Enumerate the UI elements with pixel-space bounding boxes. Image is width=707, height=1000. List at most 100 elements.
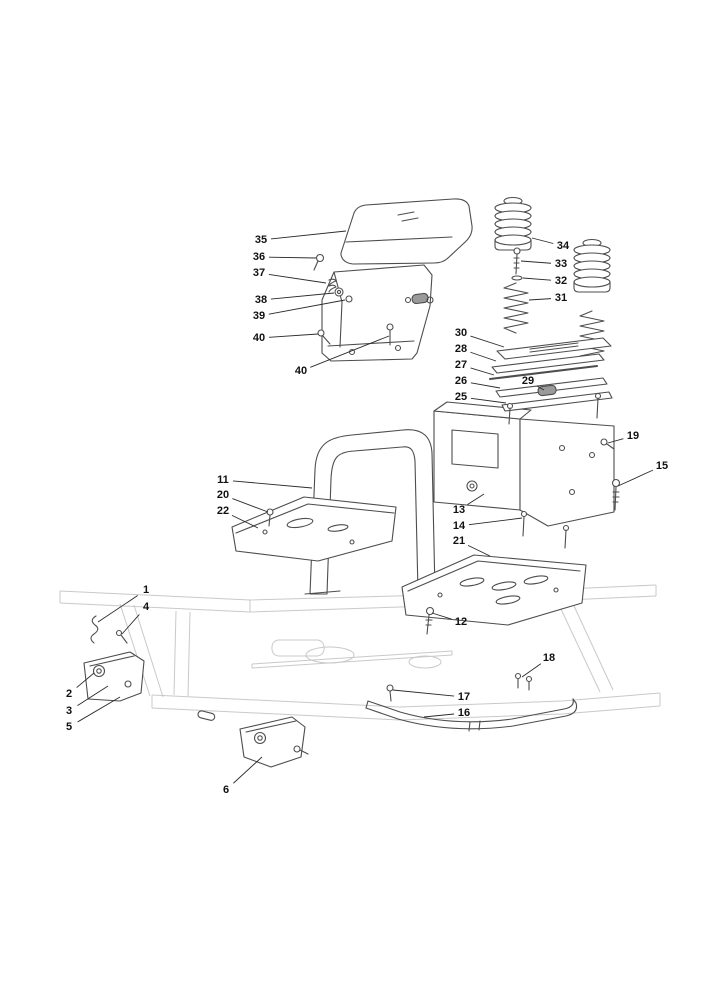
leader-line	[470, 397, 507, 404]
callout-label: 13	[453, 504, 465, 516]
leader-lines	[76, 230, 654, 784]
callout-label: 21	[453, 535, 465, 547]
washer-38	[334, 287, 344, 297]
callout-label: 2	[66, 688, 72, 700]
leader-line	[232, 480, 313, 489]
leader-line	[467, 544, 491, 557]
callout-label: 32	[555, 275, 567, 287]
leader-line	[268, 256, 317, 259]
callout-label: 11	[217, 474, 229, 486]
callout-labels: 3536373839404034333231302827262529191511…	[66, 234, 668, 796]
footrest-left-22	[231, 496, 397, 562]
leader-line	[520, 260, 552, 264]
leader-line	[467, 493, 485, 505]
leader-line	[470, 367, 495, 376]
spacer-5	[197, 710, 216, 721]
callout-label: 39	[253, 310, 265, 322]
callout-label: 19	[627, 430, 639, 442]
washer-32	[511, 275, 523, 281]
seat-bracket-40	[321, 264, 434, 362]
strip-27	[489, 365, 598, 380]
leader-line	[392, 689, 455, 697]
bolts-18	[514, 672, 533, 691]
leader-line	[268, 274, 327, 284]
leader-line	[470, 335, 505, 348]
callout-label: 15	[656, 460, 668, 472]
leader-line	[77, 685, 109, 706]
leader-line	[268, 299, 346, 315]
leader-line	[431, 612, 452, 620]
leader-line	[231, 514, 259, 529]
leader-line	[531, 237, 554, 244]
leader-line	[268, 333, 319, 338]
callout-label: 30	[455, 327, 467, 339]
callout-label: 3	[66, 705, 72, 717]
leader-line	[470, 351, 497, 362]
seat-fasteners	[313, 253, 394, 346]
frame-panel-13-14	[433, 401, 621, 549]
leader-line	[97, 595, 138, 623]
leader-line	[232, 498, 269, 513]
leader-line	[468, 517, 523, 526]
spacer-29	[537, 384, 557, 397]
callout-label: 1	[143, 584, 149, 596]
seat-plates-25-30	[489, 337, 613, 425]
callout-label: 25	[455, 391, 467, 403]
bolt-4	[115, 629, 128, 644]
bolt-15	[611, 478, 621, 511]
callout-label: 36	[253, 251, 265, 263]
callout-label: 34	[557, 240, 570, 252]
footrest-right-21	[401, 554, 587, 635]
callout-label: 14	[453, 520, 466, 532]
spring-left-31	[503, 282, 529, 334]
leader-line	[77, 696, 121, 723]
parts	[83, 196, 621, 768]
leader-line	[536, 385, 545, 391]
callout-label: 35	[255, 234, 267, 246]
seat-35	[340, 198, 473, 265]
leader-line	[233, 756, 263, 784]
callout-label: 28	[455, 343, 467, 355]
callout-label: 29	[522, 375, 534, 387]
spring-right-31	[579, 310, 605, 362]
callout-label: 22	[217, 505, 229, 517]
bellows-left-34	[494, 196, 532, 251]
leader-line	[270, 292, 335, 300]
callout-label: 20	[217, 489, 229, 501]
callout-label: 27	[455, 359, 467, 371]
callout-label: 40	[295, 365, 307, 377]
plate-28	[491, 353, 605, 374]
cotter-pin-1	[90, 615, 99, 644]
bolt-40-b	[386, 323, 394, 346]
leader-line	[522, 277, 552, 281]
callout-label: 4	[143, 601, 150, 613]
callout-label: 37	[253, 267, 265, 279]
bracket-right-6	[239, 716, 309, 768]
callout-label: 40	[253, 332, 265, 344]
bolt-14	[520, 510, 570, 549]
leader-line	[310, 335, 390, 368]
callout-label: 26	[455, 375, 467, 387]
leader-line	[617, 469, 654, 487]
support-rod-16	[365, 672, 578, 732]
leader-line	[423, 713, 455, 718]
bellows-right-34	[573, 238, 611, 293]
chassis	[59, 584, 661, 721]
leader-line	[121, 614, 140, 635]
callout-label: 33	[555, 258, 567, 270]
bolt-17	[386, 684, 394, 702]
callout-label: 18	[543, 652, 555, 664]
bolt-33	[513, 247, 521, 275]
callout-label: 12	[455, 616, 467, 628]
leader-line	[521, 663, 542, 678]
adjust-knob	[411, 292, 429, 305]
leader-line	[270, 230, 347, 240]
bolt-40-a	[317, 329, 331, 345]
callout-label: 31	[555, 292, 567, 304]
callout-label: 38	[255, 294, 267, 306]
callout-label: 16	[458, 707, 470, 719]
callout-label: 5	[66, 721, 72, 733]
callout-label: 17	[458, 691, 470, 703]
callout-label: 6	[223, 784, 229, 796]
